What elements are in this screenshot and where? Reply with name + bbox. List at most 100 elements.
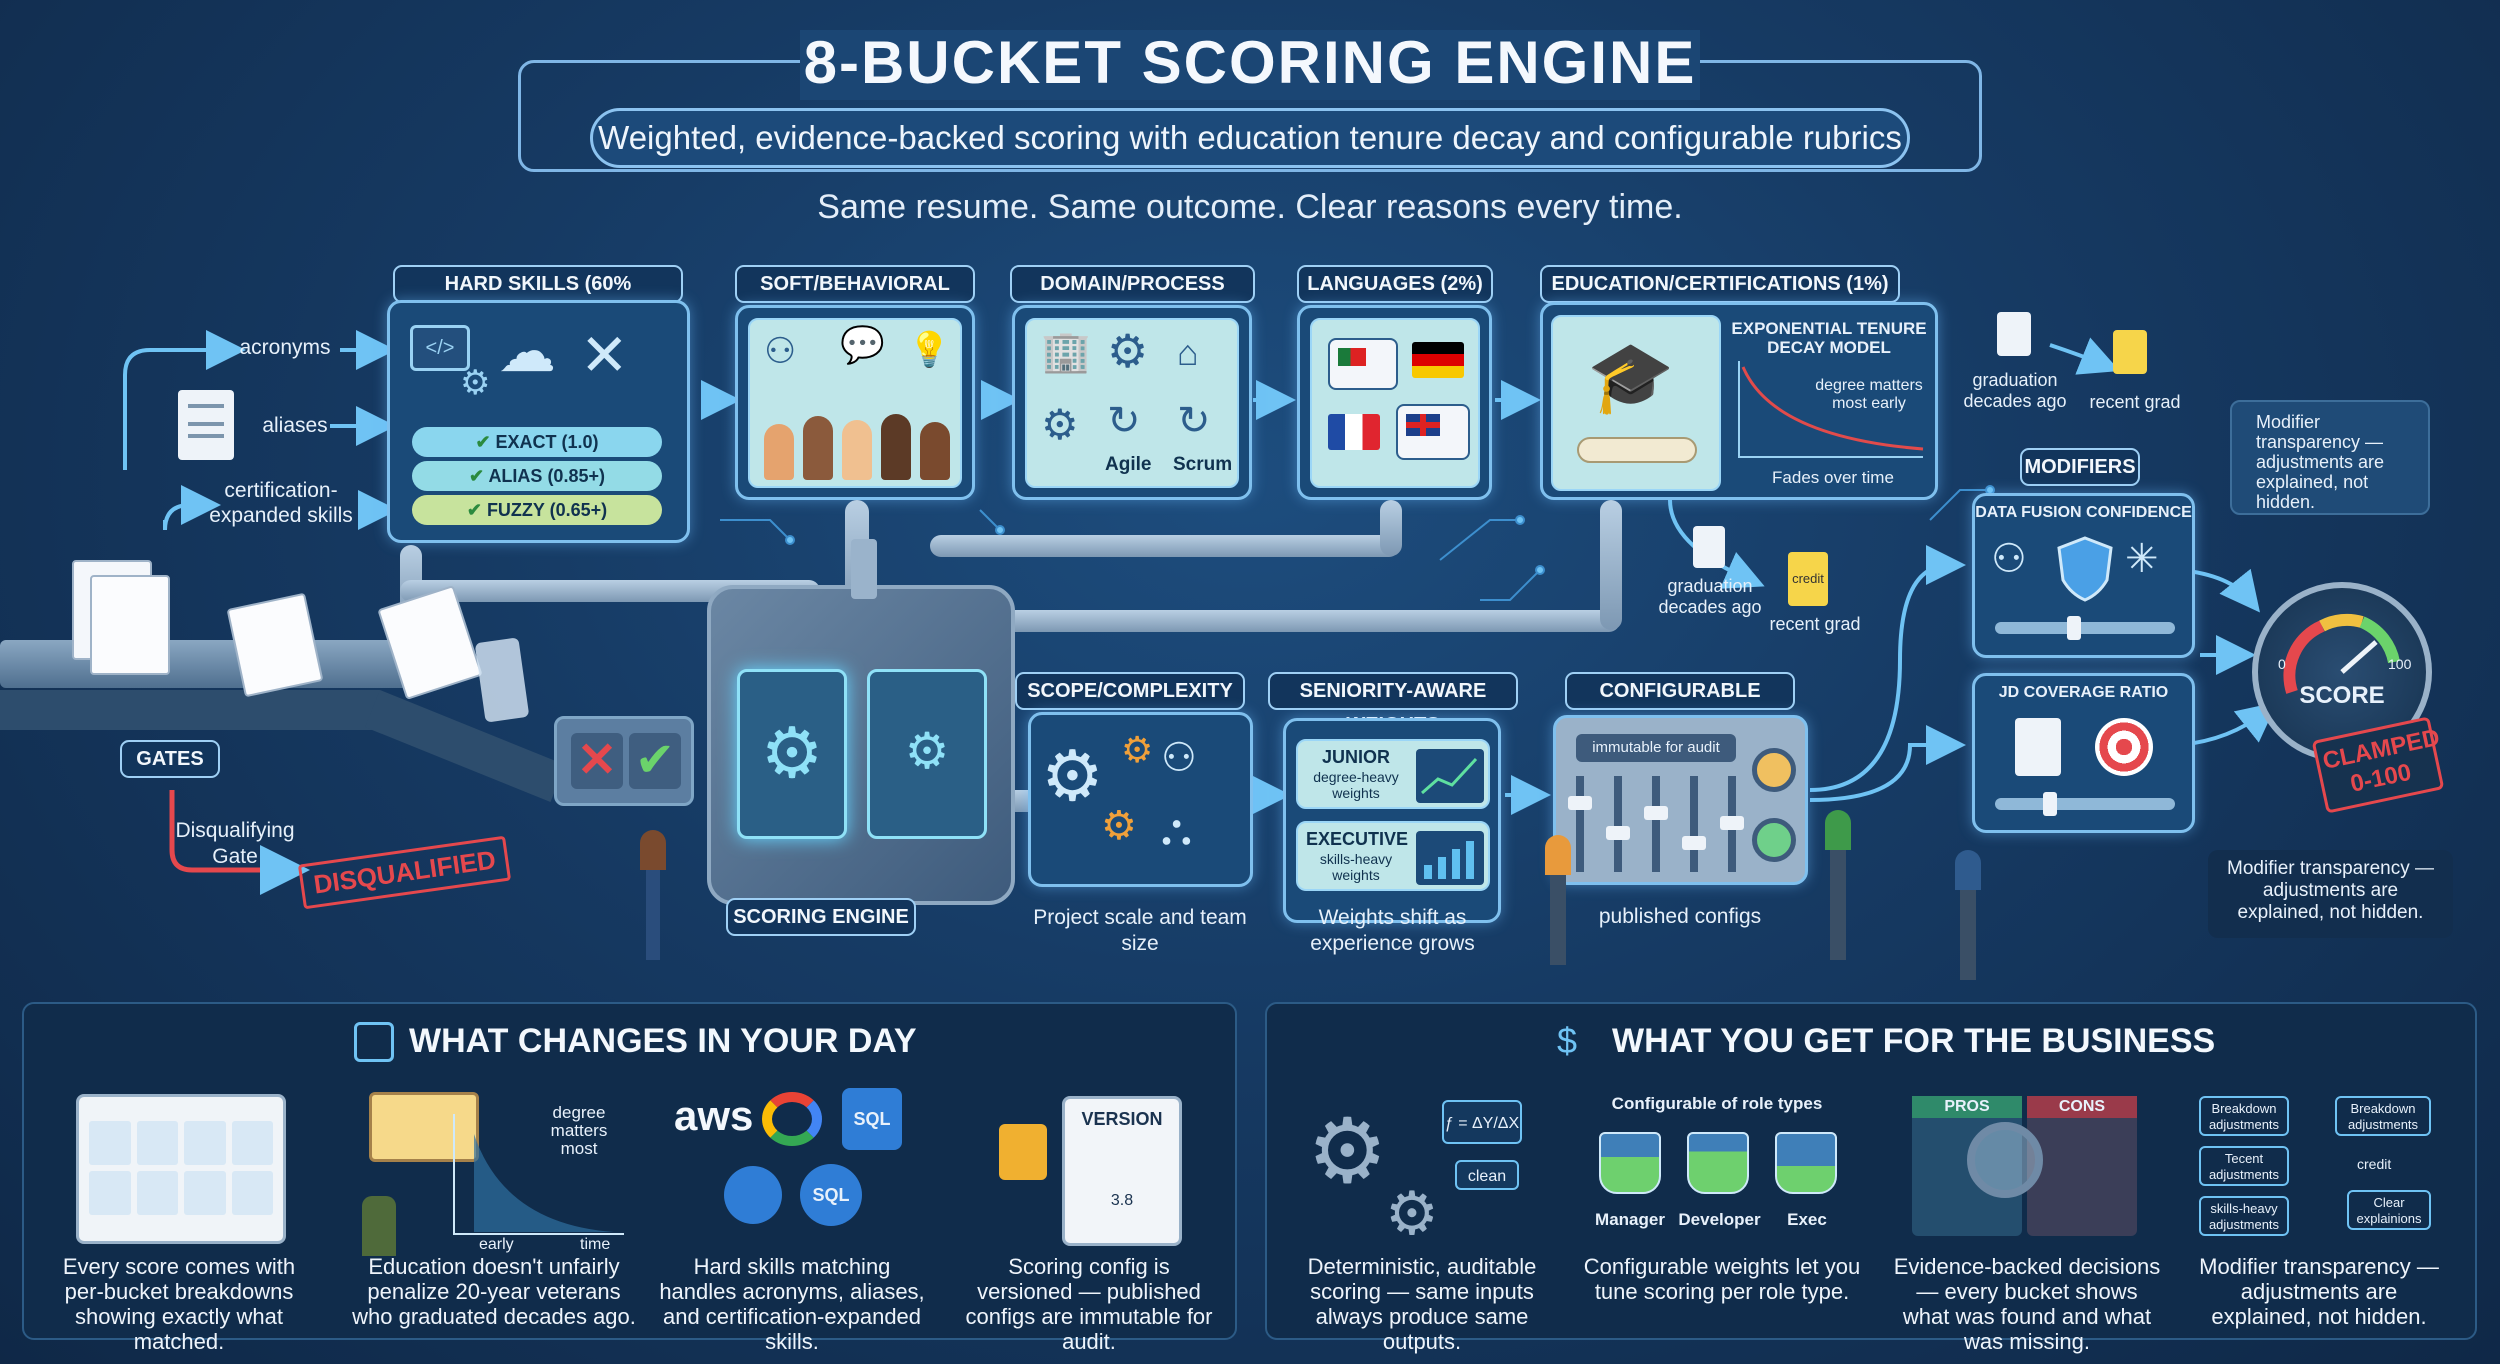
executive-card: EXECUTIVE skills-heavy weights: [1296, 821, 1490, 891]
role-types-heading: Configurable of role types: [1611, 1094, 1823, 1113]
domain-illustration: 🏢 ⚙ ⌂ ⚙ ↻ ↻ Agile Scrum: [1025, 318, 1239, 488]
business-caption-2: Configurable weights let you tune scorin…: [1583, 1254, 1861, 1304]
pipe: [930, 535, 1400, 557]
scoring-engine-machine: ⚙ ⚙: [707, 539, 1015, 905]
uk-speech-bubble: [1396, 404, 1470, 460]
grad-note-d: recent grad: [1769, 614, 1861, 634]
modifier-note-top: Modifier transparency — adjustments are …: [2230, 400, 2430, 515]
gear-icon: ⚙: [1041, 401, 1079, 448]
person-figure: [646, 870, 660, 960]
aws-logo: aws: [674, 1092, 754, 1139]
breakdown-node-2: Breakdown adjustments: [2335, 1096, 2431, 1136]
decay-model-title: EXPONENTIAL TENURE DECAY MODEL: [1731, 319, 1927, 357]
pipe: [1600, 500, 1622, 630]
target-icon: [2095, 718, 2153, 776]
document-icon: [2015, 718, 2061, 776]
business-title: WHAT YOU GET FOR THE BUSINESS: [1612, 1022, 2216, 1060]
tagline: Same resume. Same outcome. Clear reasons…: [817, 188, 1683, 226]
pros-label: PROS: [1912, 1096, 2022, 1118]
slider-bank: [1568, 776, 1744, 876]
education-panel: 🎓 EXPONENTIAL TENURE DECAY MODEL degree …: [1540, 302, 1938, 500]
german-flag: [1412, 342, 1464, 378]
person-figure: [1825, 810, 1851, 850]
role-manager: Manager: [1595, 1210, 1665, 1229]
credit-node: credit: [2357, 1156, 2392, 1172]
role-exec: Exec: [1787, 1210, 1827, 1229]
chat-icon: 💬: [840, 324, 885, 365]
junior-sub: degree-heavy weights: [1313, 769, 1399, 801]
veteran-figure: [362, 1196, 396, 1256]
person-figure: [1830, 850, 1846, 960]
immutable-label: immutable for audit: [1576, 734, 1736, 762]
manager-cup-icon: [1599, 1132, 1661, 1194]
business-caption-1: Deterministic, auditable scoring — same …: [1307, 1254, 1537, 1354]
junior-label: JUNIOR: [1321, 747, 1390, 767]
domain-panel: 🏢 ⚙ ⌂ ⚙ ↻ ↻ Agile Scrum: [1012, 305, 1252, 500]
building-icon: 🏢: [1041, 330, 1091, 374]
input-aliases: aliases: [262, 414, 328, 437]
calendar-icon: [354, 1022, 394, 1062]
diploma-icon: [1577, 437, 1697, 463]
accept-icon: ✔: [629, 733, 681, 789]
lock-icon: [999, 1124, 1047, 1180]
person-figure: [1960, 890, 1976, 980]
executive-label: EXECUTIVE: [1306, 829, 1409, 849]
version-label: VERSION: [1081, 1109, 1163, 1129]
decay-chart-icon: [453, 1114, 624, 1235]
engine-panel: ⚙: [867, 669, 987, 839]
soft-panel: ⚇ 💬 💡: [735, 305, 975, 500]
input-acronyms: acronyms: [239, 336, 331, 359]
person-figure: [1955, 850, 1981, 890]
gear-icon: ⚙: [1107, 325, 1149, 377]
shield-icon: [2057, 536, 2113, 602]
tools-icon: ✕: [580, 323, 629, 388]
person-figure: [1545, 835, 1571, 875]
skills-adjust-node: skills-heavy adjustments: [2199, 1196, 2289, 1236]
conveyor-belt: [0, 640, 410, 688]
day-section: WHAT CHANGES IN YOUR DAY Every score com…: [22, 1002, 1237, 1354]
developer-cup-icon: [1687, 1132, 1749, 1194]
business-caption-4: Modifier transparency — adjustments are …: [2199, 1254, 2439, 1329]
languages-panel: [1297, 305, 1492, 500]
breakdown-dashboard-icon: [76, 1094, 286, 1244]
education-header: EDUCATION/CERTIFICATIONS (1%): [1540, 265, 1900, 303]
scoring-engine-label: SCORING ENGINE: [726, 898, 916, 936]
lightbulb-icon: 💡: [908, 331, 951, 369]
alias-label: ALIAS (0.85+): [488, 466, 605, 486]
sql-db-icon: SQL: [800, 1164, 862, 1226]
sql-icon: SQL: [842, 1088, 902, 1150]
confidence-slider-thumb: [2067, 616, 2081, 640]
day-caption-4: Scoring config is versioned — published …: [965, 1254, 1213, 1354]
diploma-icon: [369, 1092, 479, 1162]
network-icon: ⚇: [1991, 537, 2027, 581]
axis-time: time: [580, 1236, 611, 1253]
confidence-slider-track: [1995, 622, 2175, 634]
axis-early: early: [479, 1236, 514, 1253]
document-icon: [178, 390, 234, 460]
modifier-note-bottom: Modifier transparency — adjustments are …: [2208, 850, 2453, 938]
seniority-header: SENIORITY-AWARE WEIGHTS: [1268, 672, 1518, 736]
jd-coverage-panel: JD COVERAGE RATIO: [1972, 673, 2195, 833]
jd-coverage-label: JD COVERAGE RATIO: [1998, 684, 2169, 701]
engine-pipe: [851, 539, 877, 599]
data-fusion-panel: DATA FUSION CONFIDENCE ⚇ ✳: [1972, 493, 2195, 658]
scope-header: SCOPE/COMPLEXITY (1%): [1015, 672, 1245, 736]
gauge-arc: [2283, 613, 2400, 694]
team-illustration: ⚇ 💬 💡: [748, 318, 962, 488]
grad-cap-icon: 🎓: [1587, 338, 1675, 416]
role-developer: Developer: [1678, 1210, 1761, 1229]
coverage-slider-track: [1995, 798, 2175, 810]
alias-match-pill: ✔ ALIAS (0.85+): [412, 461, 662, 491]
resume-icon: [90, 575, 170, 675]
cloud-logo: [762, 1092, 822, 1146]
day-caption-1: Every score comes with per-bucket breakd…: [62, 1254, 296, 1354]
gate-box: ✕ ✔: [554, 716, 694, 806]
score-max: 100: [2388, 656, 2412, 672]
soft-header: SOFT/BEHAVIORAL (20%): [735, 265, 975, 329]
rubrics-header: CONFIGURABLE RUBRICS: [1565, 672, 1795, 736]
document-icon: [1997, 312, 2031, 356]
flags-illustration: [1310, 318, 1480, 488]
person-figure: [640, 830, 666, 870]
gear-icon: ⚙: [1101, 804, 1137, 848]
